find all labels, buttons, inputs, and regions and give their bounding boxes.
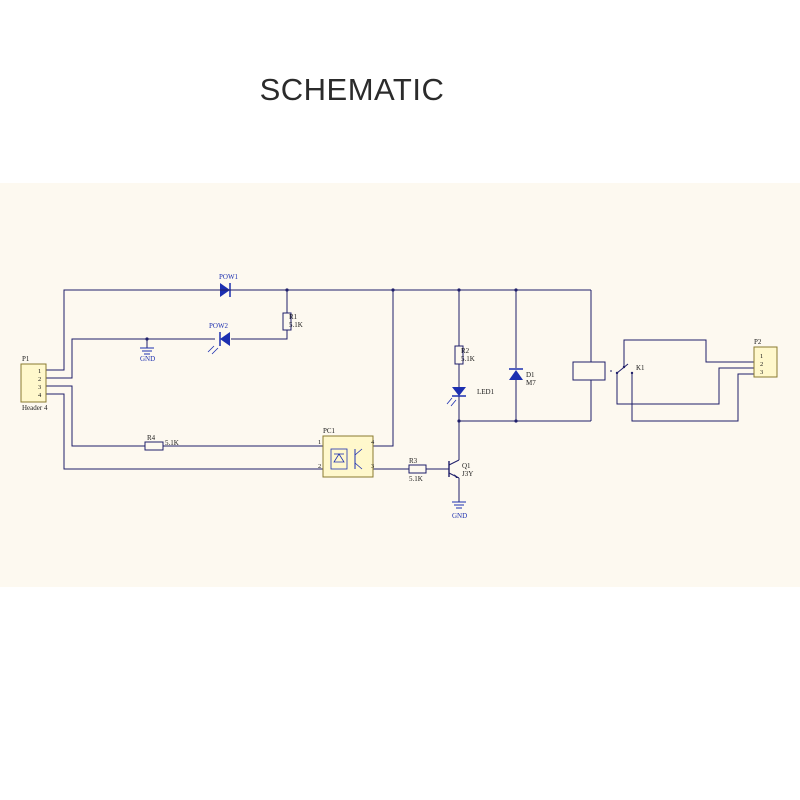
wire-k1-top [623,339,754,367]
p1-pin-3: 3 [38,384,41,391]
junctions [145,288,518,423]
r1-ref: R1 [289,313,298,321]
r2-value: 5.1K [461,355,475,363]
d1-ref: D1 [526,371,535,379]
gnd-bottom: GND [452,501,467,520]
pc1-pin-4: 4 [371,439,375,446]
r1-resistor: R1 5.1K [282,312,303,331]
wires [46,289,754,502]
r4-resistor: R4 5.1K [144,434,179,451]
gnd-left: GND [140,347,155,363]
p2-body [753,346,778,378]
k1-coil [572,361,606,381]
r4-ref: R4 [147,434,156,442]
schematic-diagram: P1 1 2 3 4 Header 4 POW1 POW2 R1 5.1K GN… [20,273,778,520]
p2-pin-2: 2 [760,361,763,368]
r2-body [454,345,464,365]
page-title: SCHEMATIC [259,72,445,107]
pow2-ref: POW2 [209,322,229,330]
p1-header: P1 1 2 3 4 Header 4 [20,355,48,412]
k1-relay: K1 [572,361,645,381]
p1-pin-4: 4 [38,392,42,399]
r4-body [144,441,164,451]
pow2-triangle [220,332,230,346]
p2-pin-3: 3 [760,369,763,376]
wire-pc1-pin4 [373,290,394,447]
d1-diode: D1 M7 [509,368,536,387]
q1-transistor: Q1 J3Y [448,459,473,479]
pow2-emission-arrow [207,345,215,353]
r2-ref: R2 [461,347,470,355]
wire-k1-bottom [631,373,754,422]
pc1-pin-1: 1 [318,439,321,446]
led1-emission-arrow [446,397,453,405]
led1-ref: LED1 [477,388,495,396]
junction [285,288,289,292]
r3-value: 5.1K [409,475,423,483]
junction [457,288,461,292]
pc1-body [322,435,374,478]
q1-ref: Q1 [462,462,471,470]
r1-value: 5.1K [289,321,303,329]
r3-resistor: R3 5.1K [408,457,427,483]
pc1-ref: PC1 [323,427,336,435]
p1-pin-2: 2 [38,376,41,383]
pow1-diode: POW1 [212,273,239,297]
junction [514,419,518,423]
wire-r4-left [46,385,145,447]
p1-ref: P1 [22,355,30,363]
wire-pow2 [46,338,215,379]
r3-body [408,464,427,474]
d1-triangle [509,370,523,380]
r1-body [282,312,292,331]
junction [391,288,395,292]
wire-pc1-pin2 [46,393,323,470]
pow2-led: POW2 [207,322,230,355]
schematic-sheet: P1 1 2 3 4 Header 4 POW1 POW2 R1 5.1K GN… [0,183,800,587]
d1-value: M7 [526,379,536,387]
pc1-pin-2: 2 [318,463,321,470]
pc1-led-icon [333,453,345,463]
led1-triangle [452,387,466,396]
k1-switch-icon [616,363,629,374]
p1-pin-1: 1 [38,368,41,375]
q1-collector [448,459,460,466]
r2-resistor: R2 5.1K [454,345,475,365]
led1-emission-arrow [450,399,457,407]
junction [145,337,149,341]
wire-top-rail [46,289,591,371]
p1-body [20,363,47,403]
led1: LED1 [446,387,495,407]
pc1-optocoupler: PC1 1 2 4 3 [318,427,375,478]
p1-value: Header 4 [22,404,48,412]
wire-k1-mid [616,367,754,405]
q1-arrow-icon [454,474,459,478]
gnd-bottom-label: GND [452,512,467,520]
p2-pin-1: 1 [760,353,763,360]
pc1-pin-3: 3 [371,463,374,470]
pow2-emission-arrow [211,347,219,355]
r4-value: 5.1K [165,439,179,447]
junction [514,288,518,292]
p2-ref: P2 [754,338,762,346]
junction [457,419,461,423]
p2-header: P2 1 2 3 [753,338,778,378]
q1-value: J3Y [462,470,473,478]
wire-pow2-r1 [231,290,288,340]
gnd-left-label: GND [140,355,155,363]
k1-ref: K1 [636,364,645,372]
pow1-ref: POW1 [219,273,239,281]
r3-ref: R3 [409,457,418,465]
